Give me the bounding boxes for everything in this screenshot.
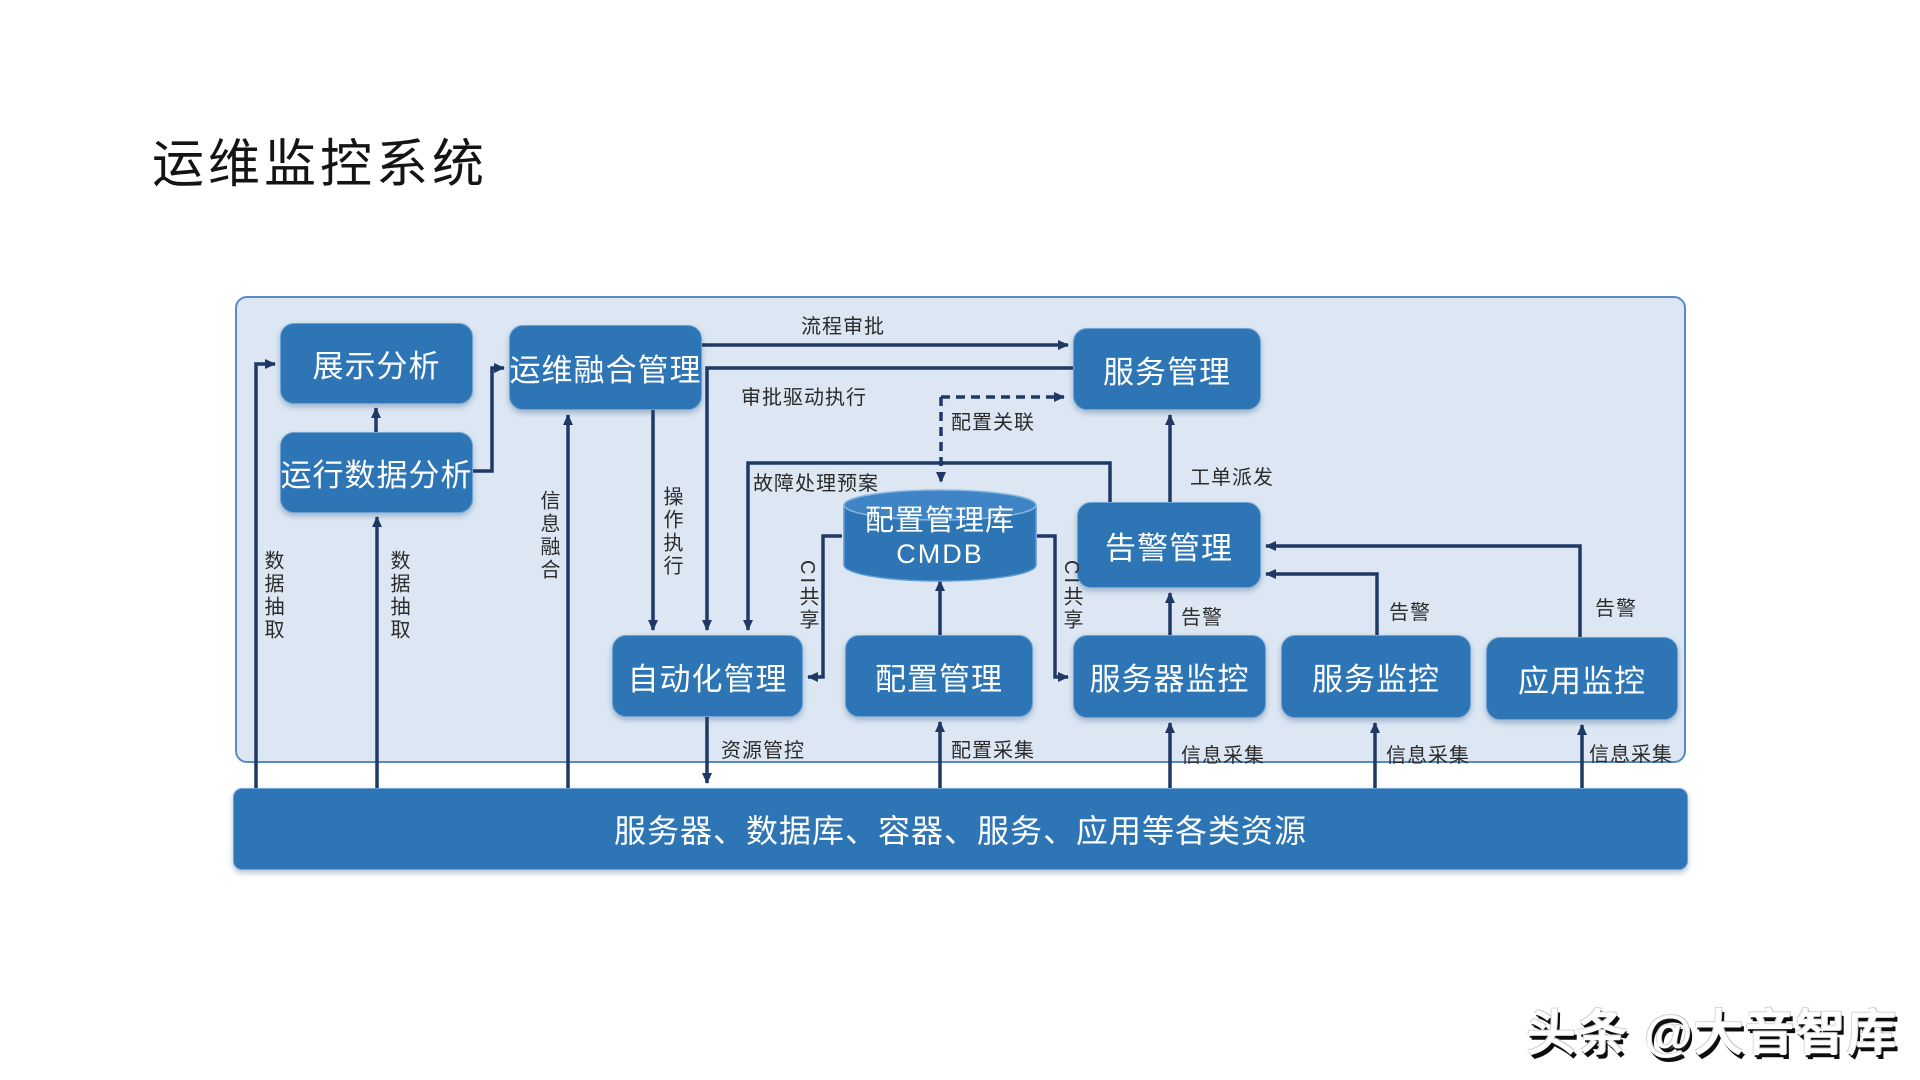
cmdb-label: 配置管理库 CMDB (842, 504, 1038, 570)
node-service-monitor: 服务监控 (1281, 635, 1471, 718)
node-automation-mgmt: 自动化管理 (612, 635, 803, 717)
edge-label-ticket-dispatch: 工单派发 (1190, 467, 1274, 489)
edge-label-operation-exec: 操作执行 (660, 486, 682, 578)
edge-label-config-collect: 配置采集 (951, 740, 1035, 762)
node-config-mgmt: 配置管理 (845, 635, 1033, 717)
node-server-monitor: 服务器监控 (1073, 635, 1266, 718)
edge-label-info-fusion: 信息融合 (537, 490, 559, 582)
edge-label-info-collect-1: 信息采集 (1181, 745, 1265, 767)
node-app-monitor: 应用监控 (1486, 637, 1678, 720)
edge-label-info-collect-2: 信息采集 (1386, 745, 1470, 767)
edge-label-alert-1: 告警 (1181, 607, 1223, 629)
node-display-analysis: 展示分析 (280, 323, 473, 404)
node-cmdb: 配置管理库 CMDB (842, 488, 1038, 584)
edge-label-approval-driven-exec: 审批驱动执行 (741, 387, 867, 409)
watermark: 头条 @大音智库 (1526, 1007, 1898, 1061)
node-service-mgmt: 服务管理 (1073, 328, 1261, 410)
edge-label-process-approval: 流程审批 (801, 316, 885, 338)
edge-label-fault-handling-plan: 故障处理预案 (753, 473, 879, 495)
edge-label-data-extract-2: 数据抽取 (387, 550, 409, 642)
cmdb-label-line2: CMDB (896, 539, 984, 569)
edge-label-resource-control: 资源管控 (721, 740, 805, 762)
edge-label-info-collect-3: 信息采集 (1589, 744, 1673, 766)
resource-bar: 服务器、数据库、容器、服务、应用等各类资源 (233, 788, 1688, 870)
node-alert-mgmt: 告警管理 (1077, 502, 1261, 588)
edge-label-alert-2: 告警 (1389, 602, 1431, 624)
cmdb-label-line1: 配置管理库 (864, 505, 1015, 537)
cmdb-cylinder-shape (843, 489, 1037, 582)
edge-label-ci-share-2: CI共享 (1060, 560, 1082, 632)
edge-label-ci-share-1: CI共享 (796, 560, 818, 632)
edge-label-alert-3: 告警 (1595, 598, 1637, 620)
edge-label-config-association: 配置关联 (951, 412, 1035, 434)
edge-label-data-extract-1: 数据抽取 (261, 550, 283, 642)
node-ops-fusion-mgmt: 运维融合管理 (509, 325, 702, 410)
page-title: 运维监控系统 (152, 137, 489, 194)
node-runtime-data-analysis: 运行数据分析 (280, 432, 473, 513)
